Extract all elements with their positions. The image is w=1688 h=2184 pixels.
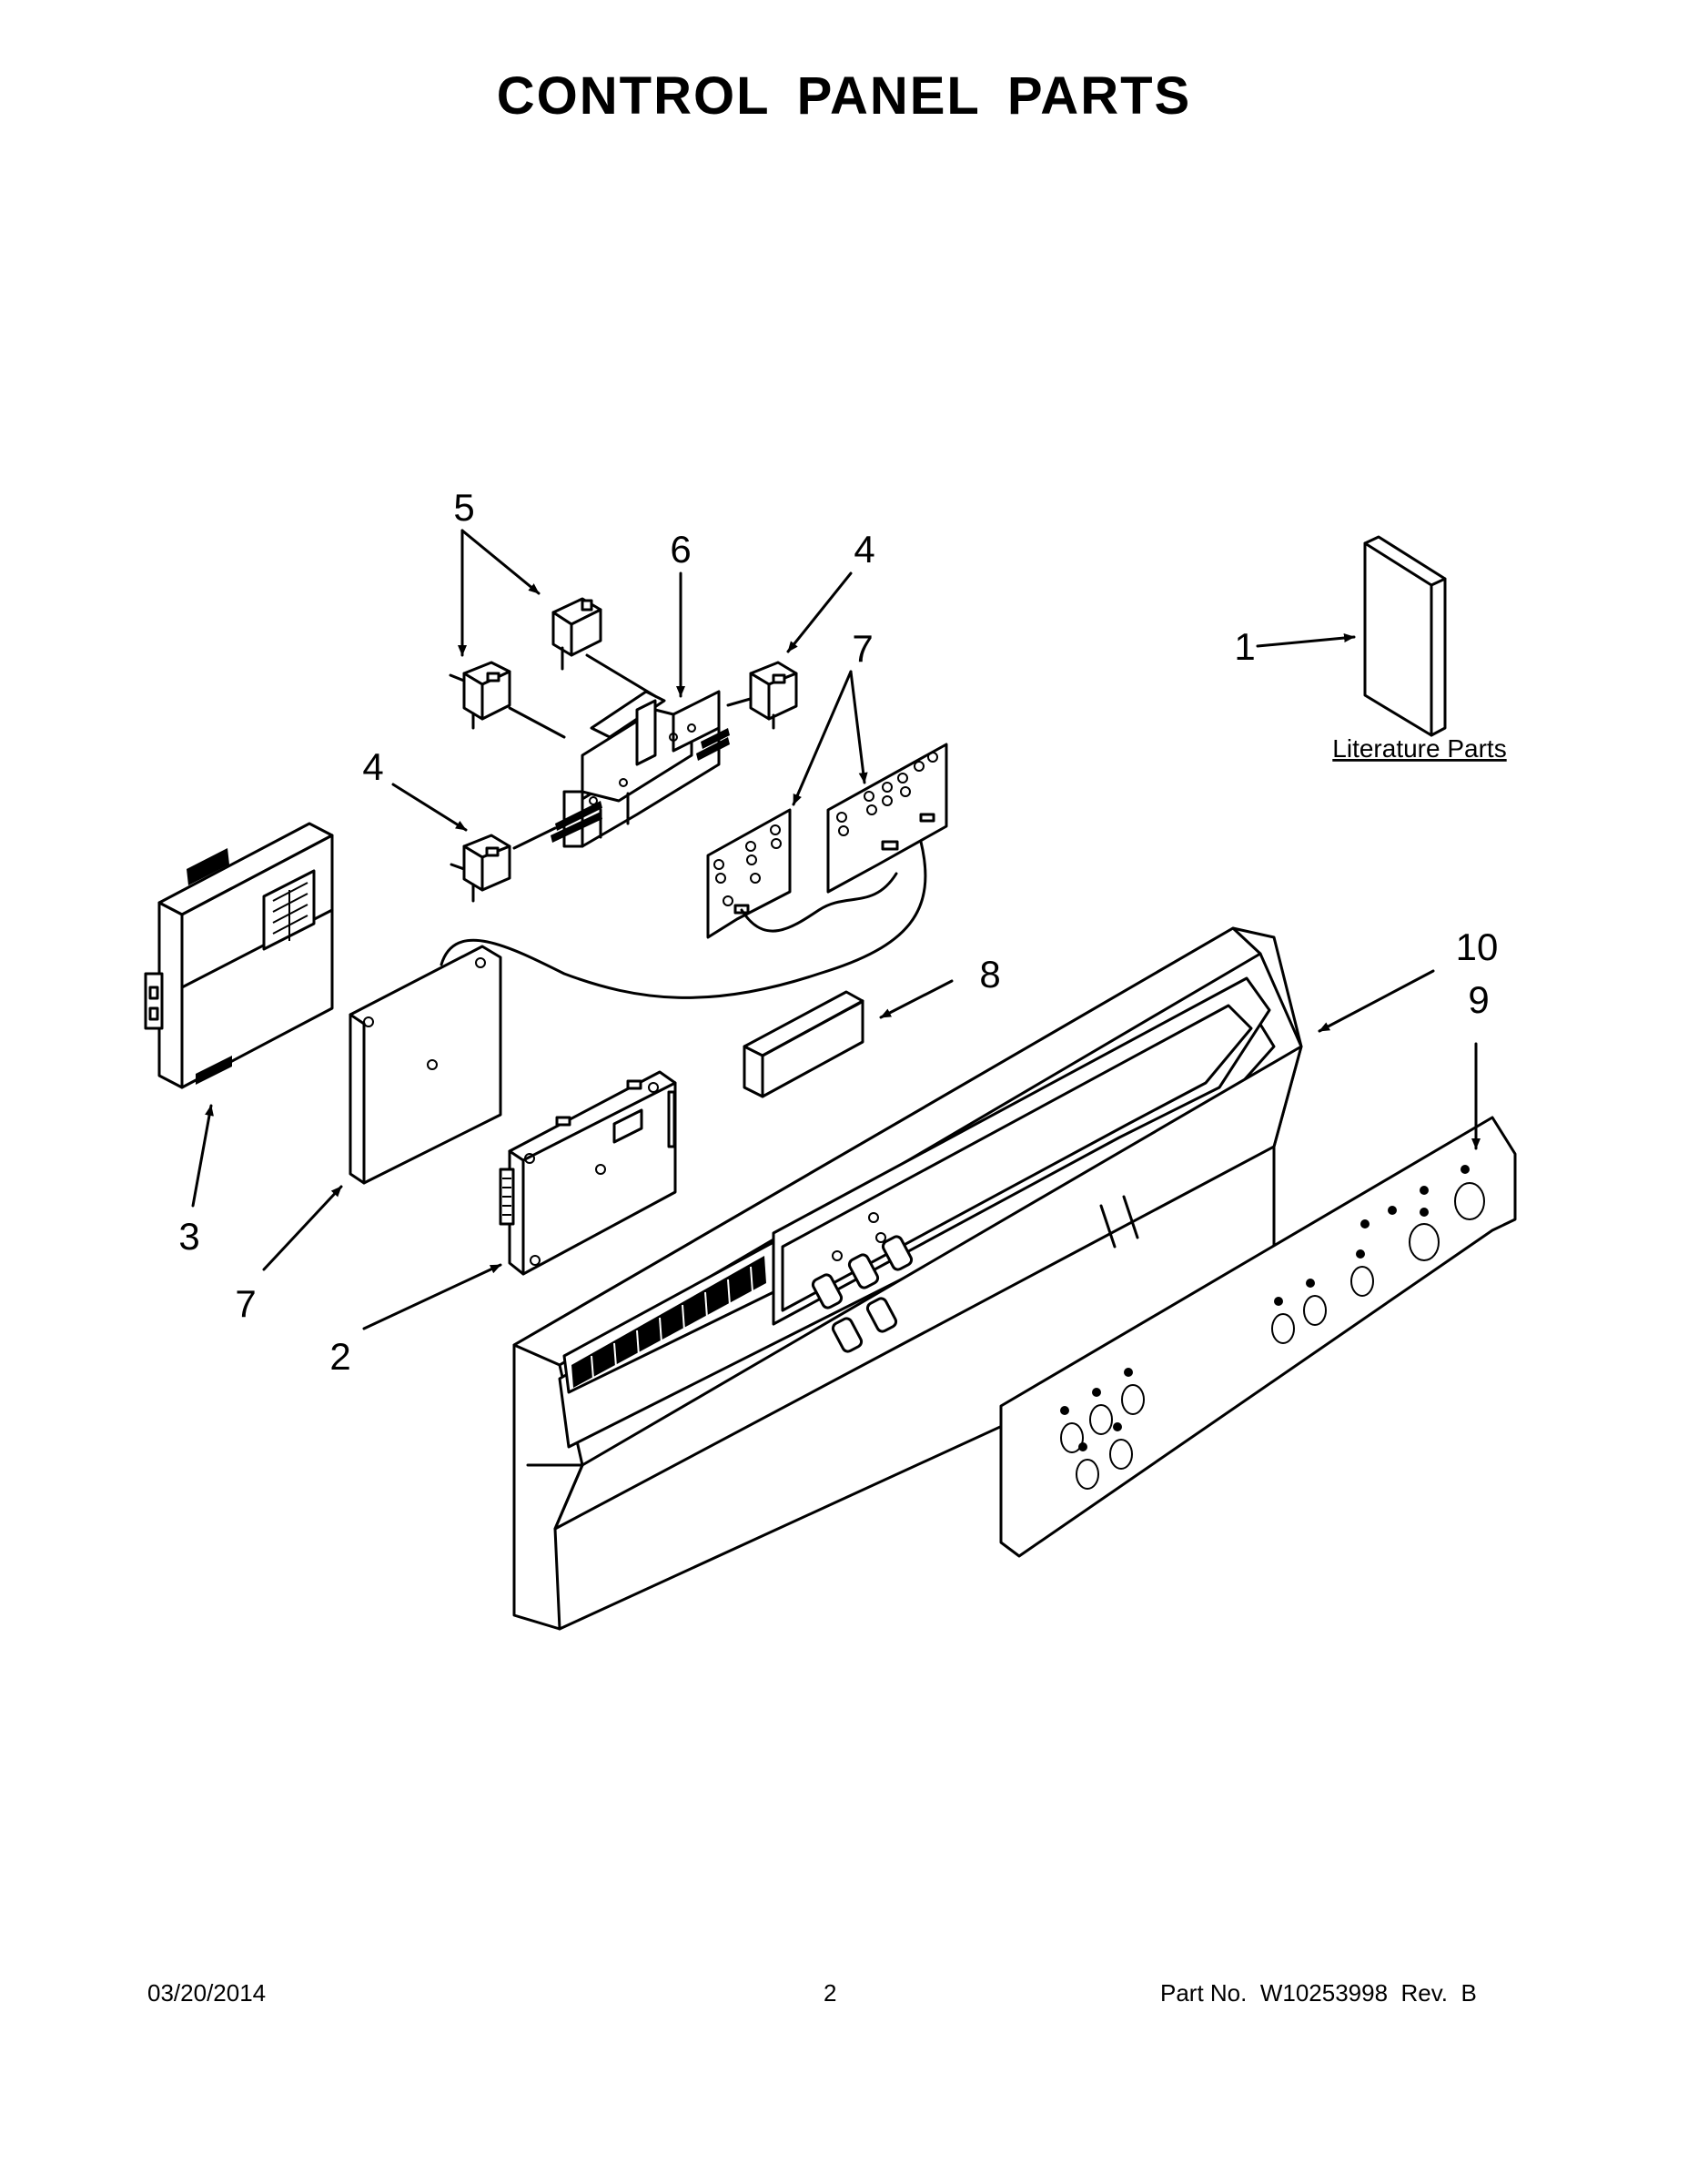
micro-switch-upper	[551, 597, 602, 671]
literature-parts-label: Literature Parts	[1332, 734, 1506, 763]
ribbon-cable-long	[440, 840, 927, 999]
console-buttons	[811, 1212, 914, 1353]
console-vent-grille	[571, 1256, 766, 1388]
callout-8: 8	[979, 953, 1000, 996]
footer-part-number: Part No. W10253998 Rev. B	[1160, 1979, 1477, 2007]
callout-4-lower: 4	[362, 745, 383, 788]
callout-2: 2	[329, 1335, 350, 1378]
footer-page-number: 2	[824, 1979, 837, 2007]
page-title: CONTROL PANEL PARTS	[496, 66, 1192, 126]
callout-7-upper: 7	[852, 627, 873, 670]
callout-5: 5	[453, 486, 474, 529]
footer-date: 03/20/2014	[147, 1979, 267, 2007]
control-panel-console	[512, 926, 1303, 1631]
bezel-insert	[743, 990, 864, 1098]
ribbon-cable-short	[740, 872, 898, 933]
overlay-key-circles	[1060, 1165, 1485, 1490]
callout-4-upper: 4	[854, 528, 874, 571]
graphic-overlay	[999, 1116, 1517, 1558]
callout-6: 6	[670, 528, 691, 571]
shield-plate	[349, 945, 502, 1185]
callout-1: 1	[1234, 625, 1255, 668]
touch-board-large	[826, 743, 948, 894]
callout-10: 10	[1456, 925, 1499, 968]
leader-lines	[191, 529, 1481, 1330]
callout-7-lower: 7	[235, 1282, 256, 1325]
literature-booklet	[1363, 535, 1447, 737]
micro-switch-right	[749, 661, 798, 730]
micro-switch-left	[450, 834, 511, 903]
callout-labels: 5 6 4 7 1 4 10 9 8 3 7 2 Literature Part…	[178, 486, 1506, 1378]
power-module	[144, 822, 334, 1089]
micro-switch-lower	[449, 661, 511, 730]
switch-bracket-assembly	[508, 653, 762, 850]
callout-9: 9	[1468, 978, 1489, 1021]
control-board	[499, 1070, 677, 1276]
callout-3: 3	[178, 1215, 199, 1258]
